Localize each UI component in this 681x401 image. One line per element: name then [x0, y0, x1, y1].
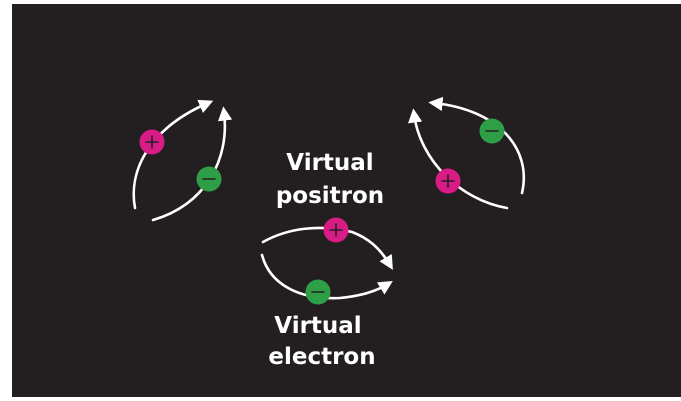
right-virtual-pair	[408, 96, 525, 210]
right-pair-positron	[435, 168, 461, 194]
positron-label-line1: Virtual	[286, 150, 373, 176]
center-pair-orbit-upper	[261, 226, 393, 270]
center-pair-electron	[305, 279, 331, 305]
left-pair-positron	[139, 129, 165, 155]
electron-label-line2: electron	[268, 344, 375, 370]
right-pair-orbit-upper	[428, 96, 525, 195]
center-virtual-pair	[260, 217, 393, 305]
diagram-background	[12, 4, 681, 397]
left-pair-electron	[196, 166, 222, 192]
electron-label-line1: Virtual	[274, 313, 361, 339]
right-pair-electron	[479, 118, 505, 144]
center-pair-positron	[323, 217, 349, 243]
center-pair-orbit-lower	[260, 253, 393, 300]
positron-label-line2: positron	[276, 183, 384, 209]
left-pair-orbit-upper	[132, 99, 214, 210]
left-virtual-pair	[132, 99, 233, 222]
left-pair-orbit-lower	[151, 106, 233, 222]
